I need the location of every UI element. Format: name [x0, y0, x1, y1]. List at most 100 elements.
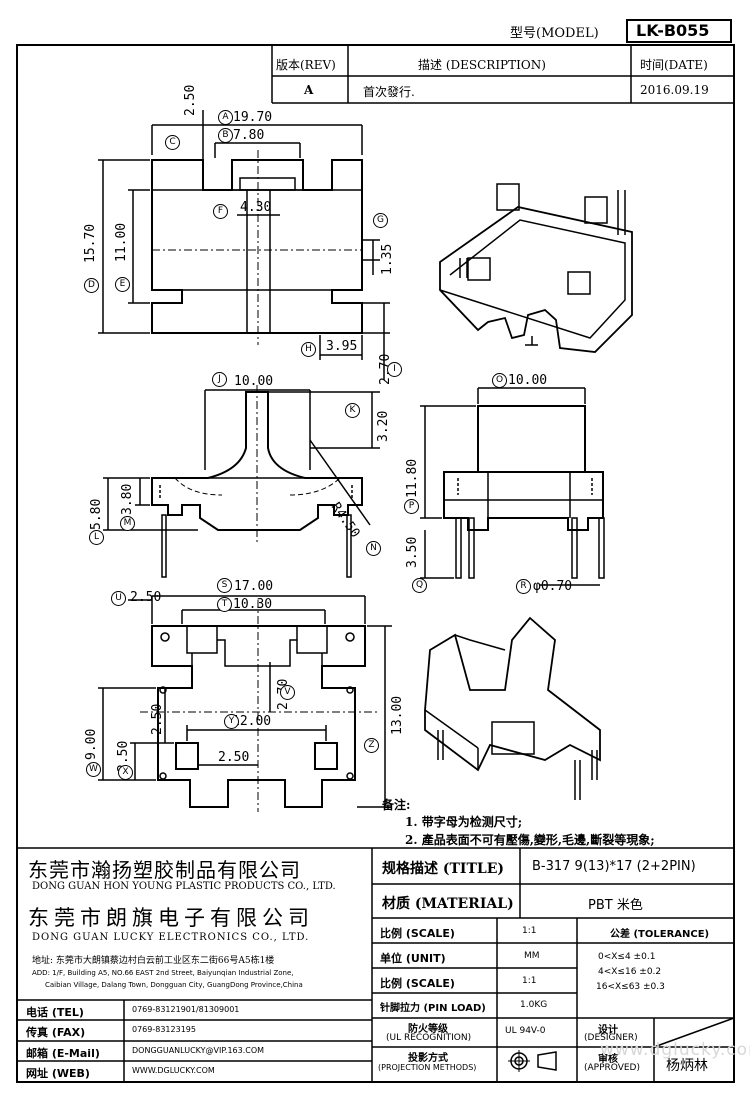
- dim-O: 10.00: [508, 373, 548, 388]
- dim-W: 9.00: [84, 728, 99, 760]
- dim-L: 5.80: [89, 498, 104, 530]
- letter-callout-o: O: [492, 373, 507, 388]
- approved-label-cn: 审核: [598, 1054, 618, 1065]
- model-label: 型号(MODEL): [510, 26, 599, 41]
- web-value: WWW.DGLUCKY.COM: [132, 1066, 215, 1075]
- scale-value: 1:1: [522, 926, 537, 936]
- dim-R: φ0.70: [533, 579, 573, 594]
- ul-label-en: (UL RECOGNITION): [386, 1033, 472, 1043]
- company-en2: DONG GUAN LUCKY ELECTRONICS CO., LTD.: [32, 932, 310, 943]
- dim-side-2-50: 2.50: [150, 703, 165, 735]
- dim-J: 10.00: [234, 374, 274, 389]
- date-header: 时间(DATE): [640, 58, 708, 72]
- dim-F: 4.30: [240, 200, 272, 215]
- letter-callout-x: X: [118, 765, 133, 780]
- letter-callout-l: L: [89, 530, 104, 545]
- letter-callout-f: F: [213, 204, 228, 219]
- letter-callout-s: S: [217, 578, 232, 593]
- pin-load-value: 1.0KG: [520, 1000, 548, 1010]
- scale2-label: 比例 (SCALE): [380, 977, 455, 990]
- dim-B: 7.80: [233, 128, 265, 143]
- letter-callout-v: V: [280, 685, 295, 700]
- tel-label: 电话 (TEL): [26, 1006, 84, 1019]
- letter-callout-r: R: [516, 579, 531, 594]
- dim-G: 1.35: [380, 243, 395, 275]
- ul-value: UL 94V-0: [505, 1026, 546, 1036]
- notes-line1: 1. 带字母为检测尺寸;: [405, 815, 523, 829]
- web-label: 网址 (WEB): [26, 1067, 90, 1080]
- model-box: [626, 19, 732, 43]
- designer-label-en: (DESIGNER): [584, 1033, 638, 1043]
- scale-label: 比例 (SCALE): [380, 927, 455, 940]
- material-value: PBT 米色: [588, 898, 643, 913]
- company-addr-cn: 地址: 东莞市大朗镇蔡边村白云前工业区东二街66号A5栋1楼: [32, 956, 275, 966]
- letter-callout-y: Y: [224, 714, 239, 729]
- fax-label: 传真 (FAX): [26, 1026, 86, 1039]
- letter-callout-w: W: [86, 762, 101, 777]
- company-cn2: 东莞市朗旗电子有限公司: [28, 906, 314, 930]
- email-value: DONGGUANLUCKY@VIP.163.COM: [132, 1046, 265, 1055]
- letter-callout-k: K: [345, 403, 360, 418]
- dim-K: 3.20: [376, 410, 391, 442]
- letter-callout-b: B: [218, 128, 233, 143]
- watermark: www.dglucky.com: [600, 1040, 750, 1060]
- notes-line2: 2. 產品表面不可有壓傷,變形,毛邊,斷裂等現象;: [405, 833, 655, 847]
- letter-callout-t: T: [217, 597, 232, 612]
- letter-callout-q: Q: [412, 578, 427, 593]
- dim-Q: 3.50: [405, 536, 420, 568]
- approved-label-en: (APPROVED): [584, 1063, 640, 1073]
- rev-value: A: [304, 83, 314, 97]
- email-label: 邮箱 (E-Mail): [26, 1047, 100, 1060]
- rev-header: 版本(REV): [276, 58, 336, 72]
- tolerance-row1: 0<X≤4 ±0.1: [598, 952, 656, 962]
- designer-label-cn: 设计: [598, 1025, 618, 1036]
- dim-S: 17.00: [234, 579, 274, 594]
- company-cn1: 东莞市瀚扬塑胶制品有限公司: [28, 858, 301, 882]
- title-value: B-317 9(13)*17 (2+2PIN): [532, 859, 696, 874]
- material-label: 材质 (MATERIAL): [382, 896, 514, 912]
- letter-callout-z: Z: [364, 738, 379, 753]
- letter-callout-j: J: [212, 372, 227, 387]
- tolerance-label: 公差 (TOLERANCE): [610, 929, 710, 940]
- scale2-value: 1:1: [522, 976, 537, 986]
- notes-title: 备注:: [382, 798, 411, 812]
- company-en1: DONG GUAN HON YOUNG PLASTIC PRODUCTS CO.…: [32, 881, 336, 892]
- dim-E: 11.00: [114, 222, 129, 262]
- title-label: 规格描述 (TITLE): [382, 861, 505, 877]
- fax-value: 0769-83123195: [132, 1025, 196, 1034]
- dim-Z: 13.00: [390, 695, 405, 735]
- dim-A: 19.70: [233, 110, 273, 125]
- unit-value: MM: [524, 951, 540, 961]
- dim-P: 11.80: [405, 458, 420, 498]
- dim-H: 3.95: [326, 339, 358, 354]
- desc-value: 首次發行.: [363, 85, 415, 99]
- letter-callout-p: P: [404, 499, 419, 514]
- dim-M: 3.80: [120, 483, 135, 515]
- company-addr-en2: Caibian Village, Dalang Town, Dongguan C…: [45, 981, 303, 989]
- projection-label-cn: 投影方式: [408, 1053, 448, 1064]
- letter-callout-m: M: [120, 516, 135, 531]
- dim-Y: 12.00: [232, 714, 272, 729]
- letter-callout-a: A: [218, 110, 233, 125]
- tolerance-row3: 16<X≤63 ±0.3: [596, 982, 665, 992]
- letter-callout-u: U: [111, 591, 126, 606]
- letter-callout-h: H: [301, 342, 316, 357]
- date-value: 2016.09.19: [640, 83, 709, 97]
- pin-load-label: 针脚拉力 (PIN LOAD): [380, 1003, 486, 1014]
- tel-value: 0769-83121901/81309001: [132, 1005, 240, 1014]
- model-value: LK-B055: [636, 21, 710, 40]
- dim-C: 2.50: [183, 84, 198, 116]
- company-addr-en1: ADD: 1/F, Building A5, NO.66 EAST 2nd St…: [32, 969, 294, 977]
- letter-callout-c: C: [165, 135, 180, 150]
- unit-label: 单位 (UNIT): [380, 952, 446, 965]
- tolerance-row2: 4<X≤16 ±0.2: [598, 967, 662, 977]
- dim-U: 2.50: [130, 590, 162, 605]
- approved-value: 杨炳林: [666, 1058, 708, 1074]
- dim-bottom-2-50: 2.50: [218, 750, 250, 765]
- letter-callout-g: G: [373, 213, 388, 228]
- projection-label-en: (PROJECTION METHODS): [378, 1063, 477, 1072]
- letter-callout-e: E: [115, 277, 130, 292]
- letter-callout-d: D: [84, 278, 99, 293]
